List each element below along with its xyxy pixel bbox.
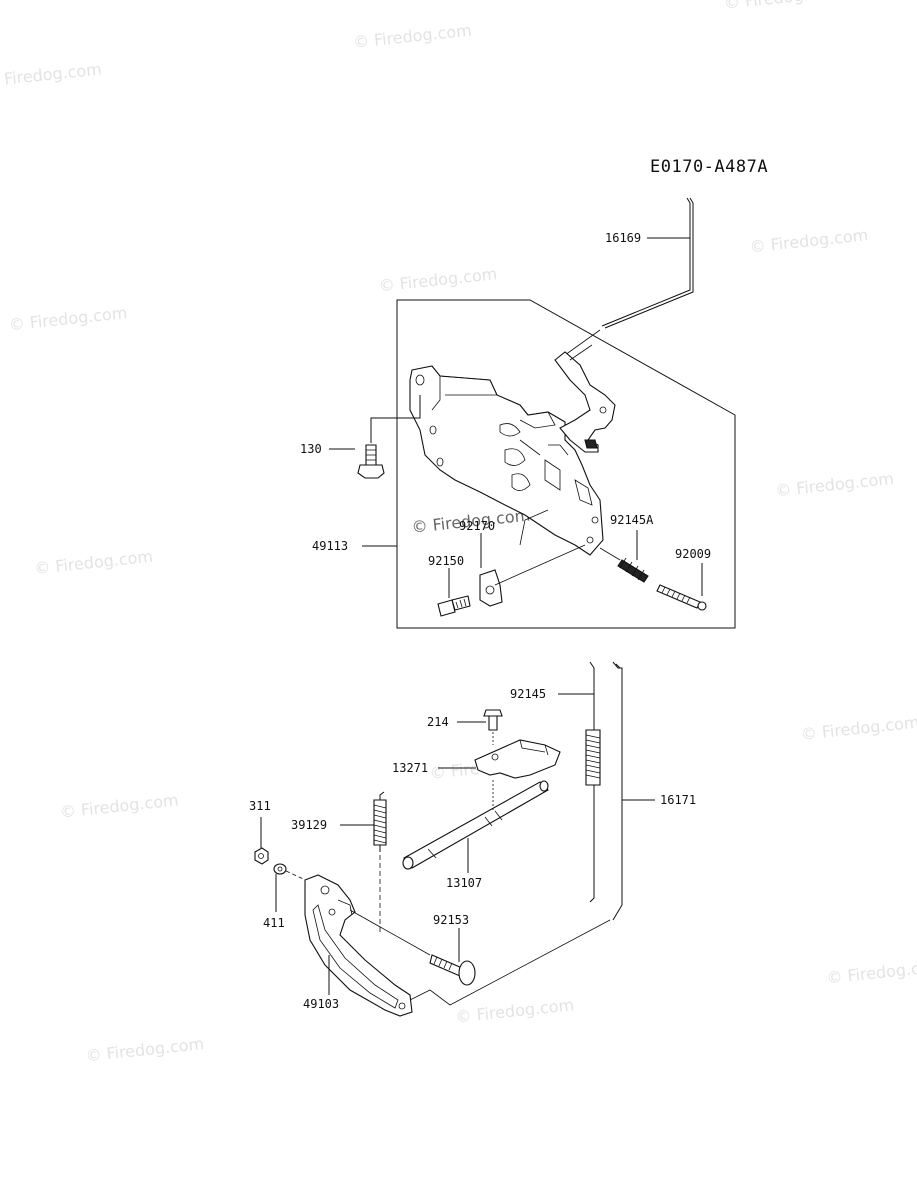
- watermark: © Firedog.com: [85, 1034, 205, 1065]
- part-92145A-spring: [617, 557, 649, 583]
- part-label-92150: 92150: [428, 554, 464, 568]
- part-214-screw: [483, 709, 503, 731]
- watermark: © Firedog.com: [455, 995, 575, 1026]
- part-label-92170: 92170: [459, 519, 495, 533]
- part-label-311: 311: [249, 799, 271, 813]
- part-16171-rod: [612, 661, 623, 921]
- part-311-nut: [254, 847, 269, 865]
- diagram-code: E0170-A487A: [650, 157, 768, 177]
- part-label-92145A: 92145A: [610, 513, 654, 527]
- leader-130-target: [370, 395, 421, 443]
- part-label-92153: 92153: [433, 913, 469, 927]
- part-label-16171: 16171: [660, 793, 696, 807]
- part-label-49103: 49103: [303, 997, 339, 1011]
- part-label-92145: 92145: [510, 687, 546, 701]
- watermark: © Firedog.com: [800, 713, 917, 744]
- part-92150-bolt: [437, 595, 471, 617]
- watermark: © Firedog.com: [826, 956, 917, 987]
- part-throttle-lever: [554, 351, 616, 453]
- part-label-49113: 49113: [312, 539, 348, 553]
- part-39129-spring: [373, 791, 387, 852]
- watermark: © Firedog.com: [33, 547, 153, 578]
- part-13271-plate: [474, 739, 561, 779]
- part-label-16169: 16169: [605, 231, 641, 245]
- watermark: © Firedog.com: [378, 264, 498, 295]
- connect-92170: [494, 544, 586, 586]
- watermark: © Firedog.com: [59, 790, 179, 821]
- watermark: © Firedog.com: [352, 21, 472, 52]
- part-13107-shaft: [402, 780, 549, 870]
- part-130-bolt: [357, 444, 385, 479]
- connect-arm-16171: [409, 919, 611, 1006]
- part-16169-rod: [564, 197, 694, 356]
- part-label-13107: 13107: [446, 876, 482, 890]
- watermark: © Firedog.com: [723, 0, 843, 13]
- watermark: © Firedog.com: [0, 59, 103, 90]
- part-label-411: 411: [263, 916, 285, 930]
- part-411-washer: [273, 863, 287, 875]
- watermark: © Firedog.com: [749, 225, 869, 256]
- part-92145-spring-rod: [585, 661, 601, 903]
- watermark: © Firedog.com: [774, 469, 894, 500]
- connect-92153: [349, 909, 431, 956]
- connect-92170-b: [519, 509, 549, 546]
- part-92009-screw: [656, 584, 707, 611]
- assembly-frame-49113: [396, 299, 736, 629]
- part-label-92009: 92009: [675, 547, 711, 561]
- connect-92145A: [599, 547, 621, 561]
- part-label-214: 214: [427, 715, 449, 729]
- part-label-39129: 39129: [291, 818, 327, 832]
- watermark: © Firedog.com: [8, 303, 128, 334]
- part-label-130: 130: [300, 442, 322, 456]
- part-49103-lever-arm: [304, 874, 413, 1017]
- part-49113-control-plate: [409, 365, 604, 556]
- part-label-13271: 13271: [392, 761, 428, 775]
- part-92170-clip: [479, 569, 503, 607]
- part-92153-bolt: [429, 954, 476, 986]
